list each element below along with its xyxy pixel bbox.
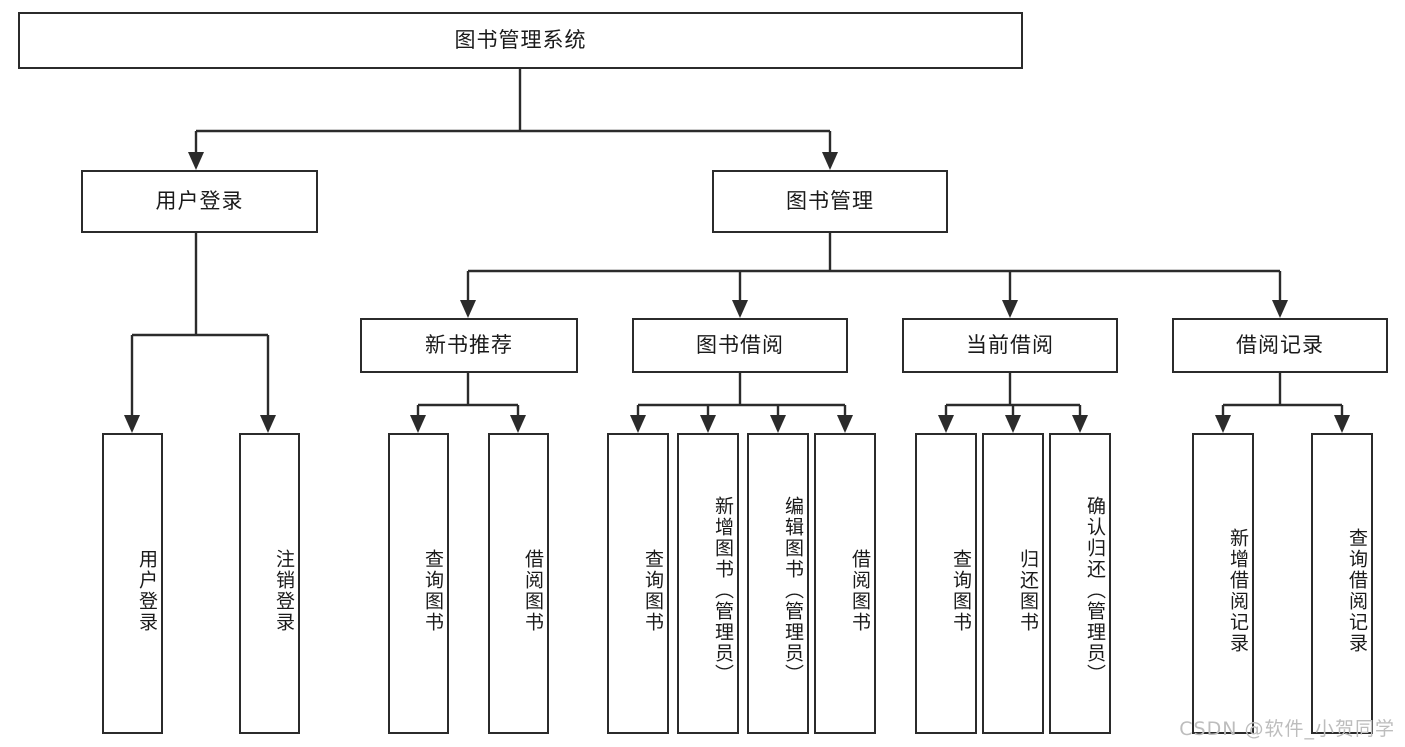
leaf-borrow-query-book-label: 查询图书: [642, 548, 664, 633]
leaf-new-borrow-book-label: 借阅图书: [522, 548, 544, 633]
leaf-borrow-add-book-label: 新增图书（管理员）: [712, 496, 734, 685]
arrow-borrow-to-leaf4: [837, 415, 853, 433]
node-borrow-record[interactable]: 借阅记录: [1172, 318, 1388, 373]
leaf-user-login[interactable]: 用户登录: [102, 433, 163, 734]
leaf-borrow-edit-book-label: 编辑图书（管理员）: [782, 496, 804, 685]
arrow-root-to-book: [822, 152, 838, 170]
arrow-book-to-new: [460, 300, 476, 318]
node-root[interactable]: 图书管理系统: [18, 12, 1023, 69]
node-book-management-label: 图书管理: [786, 188, 874, 213]
node-book-management[interactable]: 图书管理: [712, 170, 948, 233]
arrow-borrow-to-leaf3: [770, 415, 786, 433]
leaf-user-logout-label: 注销登录: [273, 548, 295, 633]
arrow-current-to-leaf3: [1072, 415, 1088, 433]
node-current-borrow[interactable]: 当前借阅: [902, 318, 1118, 373]
node-root-label: 图书管理系统: [454, 27, 587, 52]
arrow-borrow-to-leaf2: [700, 415, 716, 433]
leaf-current-confirm-return-label: 确认归还（管理员）: [1084, 496, 1106, 685]
node-book-borrow-label: 图书借阅: [696, 332, 784, 357]
node-new-book-recommend[interactable]: 新书推荐: [360, 318, 578, 373]
leaf-current-query-book-label: 查询图书: [950, 548, 972, 633]
arrow-current-to-leaf1: [938, 415, 954, 433]
leaf-record-add[interactable]: 新增借阅记录: [1192, 433, 1254, 734]
node-user-login[interactable]: 用户登录: [81, 170, 318, 233]
arrow-book-to-current: [1002, 300, 1018, 318]
arrow-record-to-leaf1: [1215, 415, 1231, 433]
leaf-borrow-edit-book[interactable]: 编辑图书（管理员）: [747, 433, 809, 734]
leaf-borrow-borrow-book[interactable]: 借阅图书: [814, 433, 876, 734]
node-new-book-recommend-label: 新书推荐: [425, 332, 513, 357]
node-book-borrow[interactable]: 图书借阅: [632, 318, 848, 373]
leaf-record-add-label: 新增借阅记录: [1227, 527, 1249, 654]
arrow-book-to-borrow: [732, 300, 748, 318]
node-current-borrow-label: 当前借阅: [966, 332, 1054, 357]
arrow-book-to-record: [1272, 300, 1288, 318]
arrow-record-to-leaf2: [1334, 415, 1350, 433]
leaf-current-return-book-label: 归还图书: [1017, 548, 1039, 633]
leaf-borrow-add-book[interactable]: 新增图书（管理员）: [677, 433, 739, 734]
leaf-current-query-book[interactable]: 查询图书: [915, 433, 977, 734]
arrow-current-to-leaf2: [1005, 415, 1021, 433]
leaf-new-borrow-book[interactable]: 借阅图书: [488, 433, 549, 734]
leaf-borrow-borrow-book-label: 借阅图书: [849, 548, 871, 633]
leaf-user-logout[interactable]: 注销登录: [239, 433, 300, 734]
arrow-user-to-leaf1: [124, 415, 140, 433]
leaf-borrow-query-book[interactable]: 查询图书: [607, 433, 669, 734]
node-user-login-label: 用户登录: [155, 188, 244, 213]
leaf-record-query-label: 查询借阅记录: [1346, 527, 1368, 654]
leaf-record-query[interactable]: 查询借阅记录: [1311, 433, 1373, 734]
arrow-root-to-user: [188, 152, 204, 170]
arrow-borrow-to-leaf1: [630, 415, 646, 433]
node-borrow-record-label: 借阅记录: [1236, 332, 1324, 357]
leaf-new-query-book[interactable]: 查询图书: [388, 433, 449, 734]
arrow-new-to-leaf1: [410, 415, 426, 433]
leaf-user-login-label: 用户登录: [136, 548, 158, 633]
leaf-new-query-book-label: 查询图书: [422, 548, 444, 633]
leaf-current-return-book[interactable]: 归还图书: [982, 433, 1044, 734]
arrow-user-to-leaf2: [260, 415, 276, 433]
leaf-current-confirm-return[interactable]: 确认归还（管理员）: [1049, 433, 1111, 734]
arrow-new-to-leaf2: [510, 415, 526, 433]
